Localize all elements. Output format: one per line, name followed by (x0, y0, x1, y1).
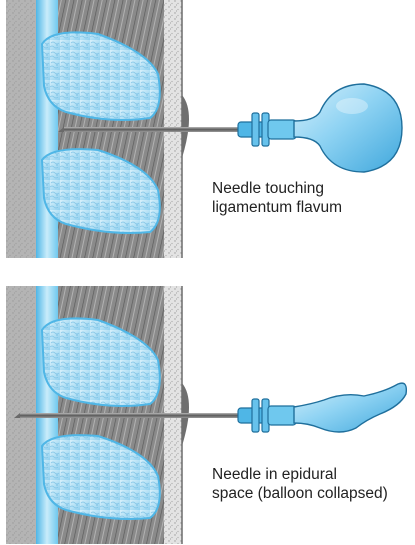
vertebra-upper-top (40, 31, 161, 121)
syringe-hub-top (237, 112, 297, 147)
caption-bottom-line-1: Needle in epidural (212, 466, 337, 483)
balloon-icon (293, 382, 408, 433)
caption-top-line-1: Needle touching (212, 180, 325, 197)
panel-bottom (6, 286, 408, 544)
panel-top (6, 0, 403, 258)
balloon-icon (293, 83, 403, 173)
syringe-hub-bottom (237, 398, 297, 433)
needle-icon (58, 127, 240, 132)
vertebra-lower-bottom (40, 434, 161, 520)
needle-icon (14, 413, 242, 418)
caption-top-line-2: ligamentum flavum (212, 199, 343, 216)
vertebra-lower-top (40, 148, 161, 234)
caption-bottom-line-2: space (balloon collapsed) (212, 485, 388, 502)
vertebra-upper-bottom (40, 317, 161, 407)
caption-top: Needle touching ligamentum flavum (212, 179, 342, 217)
caption-bottom: Needle in epidural space (balloon collap… (212, 465, 388, 503)
